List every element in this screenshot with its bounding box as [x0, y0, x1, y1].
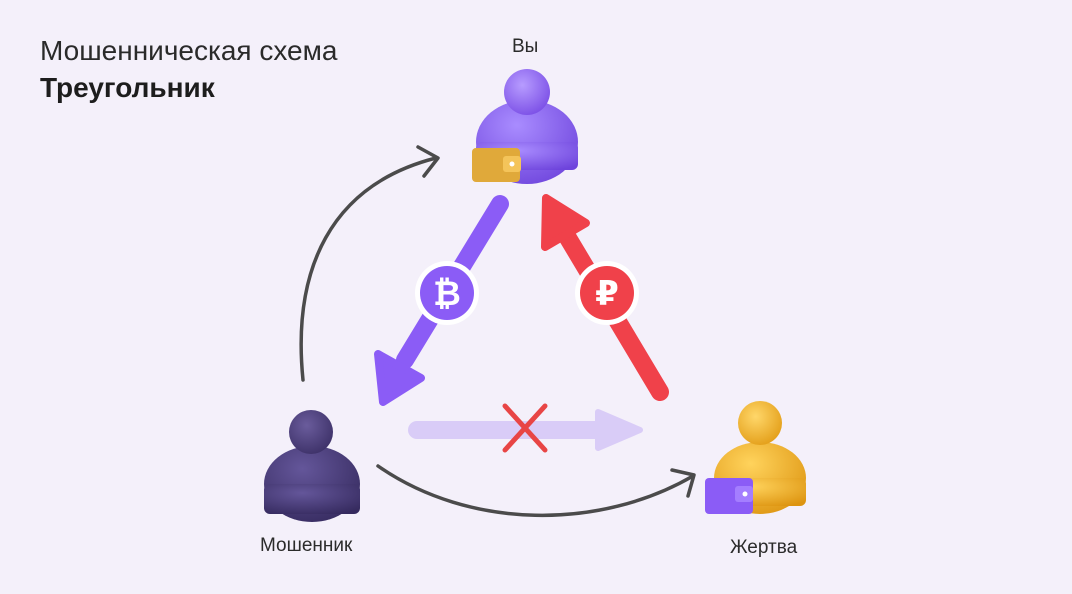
- you-label: Вы: [512, 36, 539, 57]
- bitcoin-symbol: ₿: [433, 274, 461, 314]
- page-title: Мошенническая схема: [40, 35, 338, 66]
- you-wallet-icon: [472, 148, 521, 182]
- page-subtitle: Треугольник: [40, 72, 215, 103]
- blocked-cross-icon: [502, 403, 548, 453]
- bitcoin-badge-icon: ₿: [415, 261, 479, 325]
- cycle-arrow-bottom: [376, 464, 696, 518]
- victim-label: Жертва: [730, 537, 798, 558]
- ruble-symbol: ₽: [595, 274, 619, 314]
- cycle-arrow-left: [299, 145, 440, 382]
- victim-wallet-icon: [705, 478, 753, 514]
- scammer-label: Мошенник: [260, 535, 353, 556]
- scammer-person-icon: [264, 410, 360, 522]
- ruble-badge-icon: ₽: [575, 261, 639, 325]
- blocked-flow-arrow: [408, 409, 643, 451]
